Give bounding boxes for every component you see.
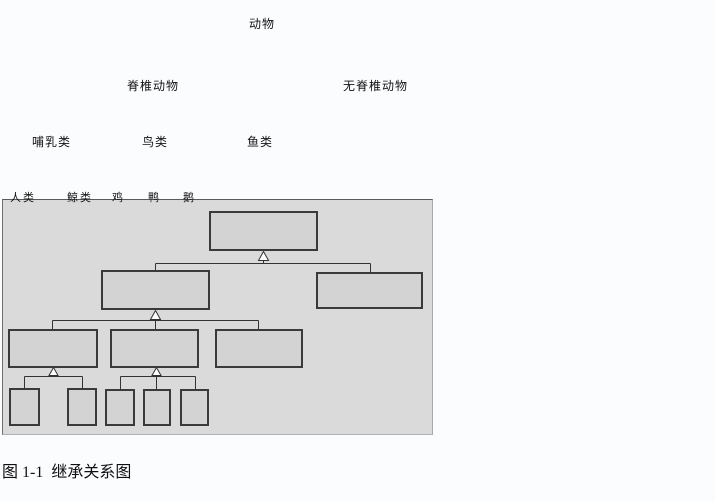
arrowhead-animal-icon — [257, 250, 270, 261]
edge-bird-children — [120, 375, 196, 390]
node-box-duck — [143, 389, 171, 426]
arrowhead-vertebrate-icon — [149, 309, 162, 320]
edge-animal-children — [155, 260, 371, 273]
figure-caption: 图 1-1 继承关系图 — [2, 464, 132, 481]
label-whale: 鲸类 — [67, 192, 93, 204]
label-mammal: 哺乳类 — [32, 135, 72, 149]
node-box-human — [9, 388, 40, 426]
node-box-mammal — [8, 329, 98, 368]
edge-mammal-children — [24, 375, 83, 389]
label-goose: 鹅 — [183, 192, 196, 204]
label-vertebrate: 脊椎动物 — [127, 79, 180, 93]
label-fish: 鱼类 — [247, 135, 274, 149]
label-chicken: 鸡 — [112, 192, 125, 204]
node-box-invertebrate — [316, 272, 423, 309]
label-bird: 鸟类 — [142, 135, 169, 149]
node-box-animal — [209, 211, 318, 251]
node-box-chicken — [105, 389, 135, 426]
node-box-whale — [67, 388, 97, 426]
node-box-vertebrate — [101, 270, 210, 310]
node-box-bird — [110, 329, 199, 368]
label-human: 人类 — [10, 192, 36, 204]
label-invertebrate: 无脊椎动物 — [343, 79, 409, 93]
arrowhead-bird-icon — [151, 366, 162, 376]
label-duck: 鸭 — [148, 192, 161, 204]
label-animal: 动物 — [249, 17, 276, 31]
arrowhead-mammal-icon — [48, 366, 59, 376]
edge-vertebrate-children — [52, 319, 259, 330]
node-box-goose — [180, 389, 209, 426]
node-box-fish — [215, 329, 303, 368]
